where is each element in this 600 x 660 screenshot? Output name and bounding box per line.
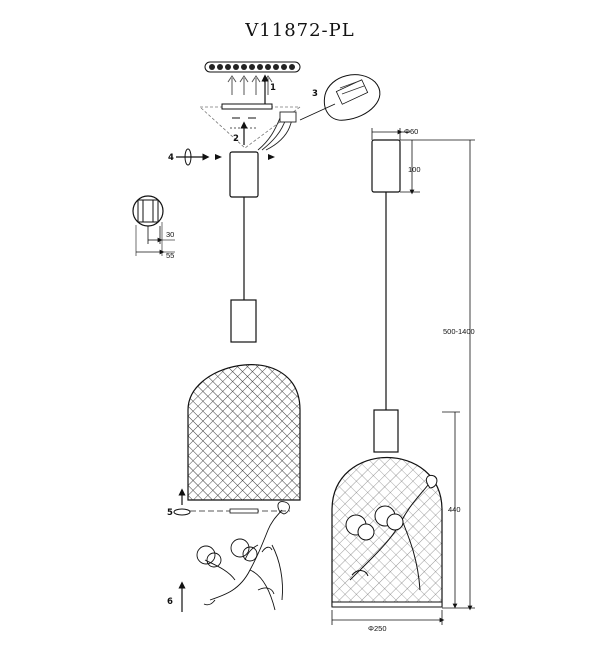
side-screw	[176, 148, 275, 166]
ceiling-mount-strip	[204, 61, 301, 73]
screw-arrows	[227, 75, 273, 95]
canopy-height-label: 100	[408, 165, 421, 174]
left-lamp	[187, 151, 301, 501]
lamp-socket-assembled	[373, 409, 399, 453]
step-2-label: 2	[233, 134, 239, 144]
canopy-cup	[229, 151, 259, 198]
bottom-ring	[173, 488, 290, 516]
flower-decoration	[196, 501, 290, 611]
step-5-label: 5	[167, 508, 173, 518]
canopy-cup-assembled	[371, 139, 401, 193]
shade-height-label: 440	[448, 505, 461, 514]
bracket-side-view	[132, 195, 175, 256]
mesh-shade	[187, 364, 301, 501]
wires	[257, 111, 297, 151]
model-title: V11872-PL	[245, 20, 355, 41]
step-6-label: 6	[167, 597, 173, 607]
flower-inside-shade	[345, 475, 438, 591]
right-lamp	[331, 139, 443, 608]
step-1-label: 1	[270, 83, 276, 93]
step-3-label: 3	[312, 89, 318, 99]
canopy-plate	[198, 103, 302, 149]
dimension-lines	[331, 128, 475, 625]
total-height-label: 500-1400	[443, 327, 475, 336]
mesh-shade-assembled	[331, 456, 443, 607]
lamp-socket	[230, 299, 257, 343]
shade-diameter-label: Φ250	[368, 624, 387, 633]
step-4-label: 4	[168, 153, 174, 163]
bracket-depth-label: 30	[166, 230, 174, 239]
bracket-width-label: 55	[166, 251, 174, 260]
terminal-detail	[299, 74, 381, 121]
canopy-diameter-label: Φ60	[404, 127, 418, 136]
